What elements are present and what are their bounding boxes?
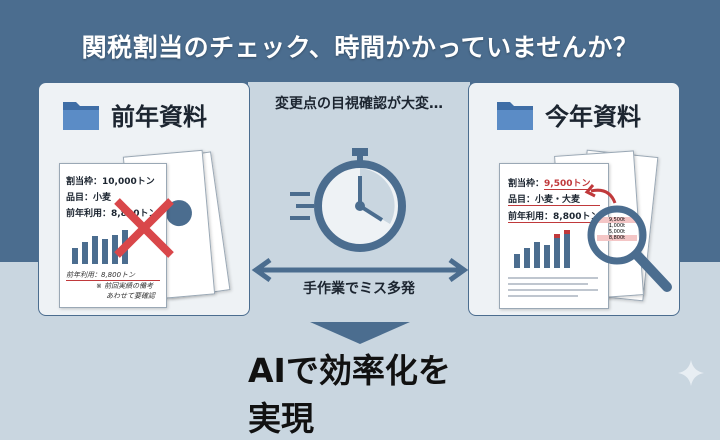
- folder-icon: [497, 101, 533, 130]
- lens-value: 9,500t: [597, 217, 637, 223]
- doc-line: 品目：小麦: [66, 193, 112, 203]
- current-year-card: 今年資料 割当枠：9,500トン 品目：小麦・大麦 前年利用：8,800トン 9…: [468, 82, 680, 316]
- previous-year-card: 前年資料 割当枠：10,000トン 品目：小麦 前年利用：8,800トン 前年利…: [38, 82, 250, 316]
- changed-value: 9,500トン: [544, 179, 591, 190]
- magnifier-icon: [584, 184, 672, 292]
- down-arrow-icon: [310, 322, 410, 344]
- lens-value: 5,000t: [608, 229, 626, 235]
- bar-chart-icon: [514, 230, 570, 268]
- doc-line: 割当枠：10,000トン: [66, 177, 155, 187]
- doc-label: 前年利用：: [508, 212, 554, 222]
- card-title: 前年資料: [111, 103, 207, 131]
- doc-label: 割当枠：: [508, 179, 545, 189]
- center-caption-bottom: 手作業でミス多発: [303, 281, 415, 297]
- doc-line: 前年利用：8,800トン: [66, 209, 158, 219]
- doc-label: 品目：: [508, 195, 536, 205]
- handwritten-note: 前年利用：8,800トン: [66, 270, 160, 281]
- x-mark-icon: [114, 198, 174, 258]
- lens-value: 8,800t: [597, 235, 637, 241]
- doc-line: 前年利用：8,800トン: [508, 209, 600, 223]
- sparkle-icon: [678, 360, 704, 386]
- folder-icon: [63, 101, 99, 130]
- stopwatch-icon: [290, 148, 406, 252]
- document-back: [122, 149, 216, 302]
- handwritten-note: ※ 前回実績の備考: [96, 282, 154, 290]
- handwritten-note: あわせて要確認: [106, 292, 155, 300]
- center-caption-top: 変更点の目視確認が大変…: [275, 96, 443, 112]
- doc-value: 8,800トン: [553, 212, 600, 222]
- headline: AIで効率化を実現: [248, 351, 451, 438]
- doc-line: 品目：小麦・大麦: [508, 192, 600, 206]
- double-arrow-icon: [251, 258, 469, 282]
- page-title: 関税割当のチェック、時間かかっていませんか？: [81, 33, 639, 62]
- text-lines: [508, 277, 598, 297]
- card-title: 今年資料: [545, 103, 641, 131]
- doc-value: 小麦・大麦: [535, 195, 581, 205]
- doc-line: 割当枠：9,500トン: [508, 176, 600, 190]
- lens-value: 1,000t: [608, 223, 626, 229]
- magnifier-values: 9,500t 1,000t 5,000t 8,800t: [597, 217, 637, 241]
